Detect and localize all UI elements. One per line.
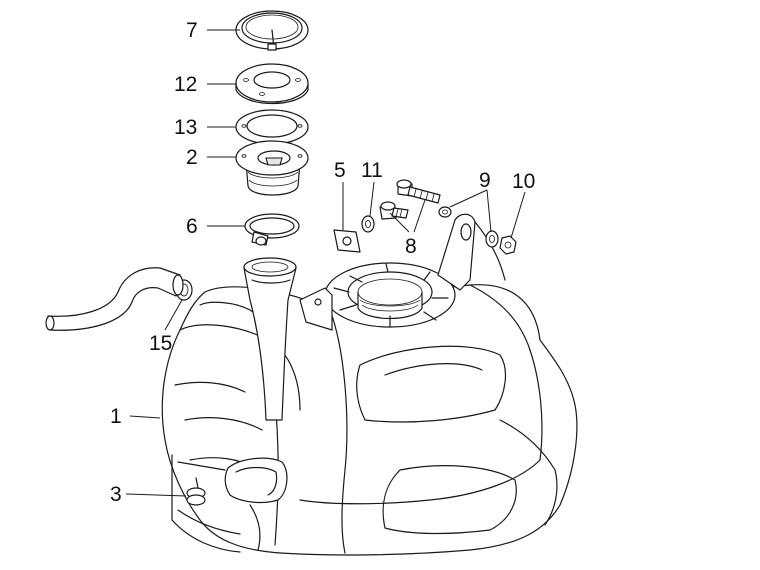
- callout-10: 10: [512, 170, 535, 193]
- callout-8: 8: [405, 235, 417, 258]
- right-bracket: [437, 213, 506, 291]
- callout-5: 5: [334, 159, 346, 182]
- part-7-lock-ring: [235, 10, 309, 51]
- callout-12: 12: [174, 73, 197, 96]
- pump-mount-ring: [324, 262, 456, 328]
- part-5-nut-plate: [333, 229, 361, 253]
- callout-1: 1: [110, 405, 122, 428]
- callout-3: 3: [110, 483, 122, 506]
- callout-labels: 7 12 13 2 6 5 11 8 9 10 15 1 3: [110, 19, 535, 506]
- callout-6: 6: [186, 215, 198, 238]
- part-8-bolts: [379, 179, 441, 220]
- part-3-drain-fitting: [186, 477, 206, 506]
- filler-neck: [243, 257, 297, 421]
- callout-13: 13: [174, 116, 197, 139]
- leader-lines: [125, 29, 526, 497]
- part-2-filler-body: [235, 140, 309, 196]
- part-9-washers: [438, 206, 499, 248]
- breather-hose: [45, 267, 184, 331]
- left-bracket: [299, 287, 333, 331]
- callout-15: 15: [149, 332, 172, 355]
- callout-2: 2: [186, 146, 198, 169]
- part-13-gasket: [235, 109, 309, 145]
- callout-9: 9: [479, 169, 491, 192]
- callout-7: 7: [186, 19, 198, 42]
- part-6-hose-clamp: [244, 213, 300, 246]
- callout-11: 11: [361, 159, 383, 182]
- part-12-flange: [235, 63, 309, 105]
- part-11-washer: [361, 215, 375, 233]
- part-10-nut: [499, 235, 517, 255]
